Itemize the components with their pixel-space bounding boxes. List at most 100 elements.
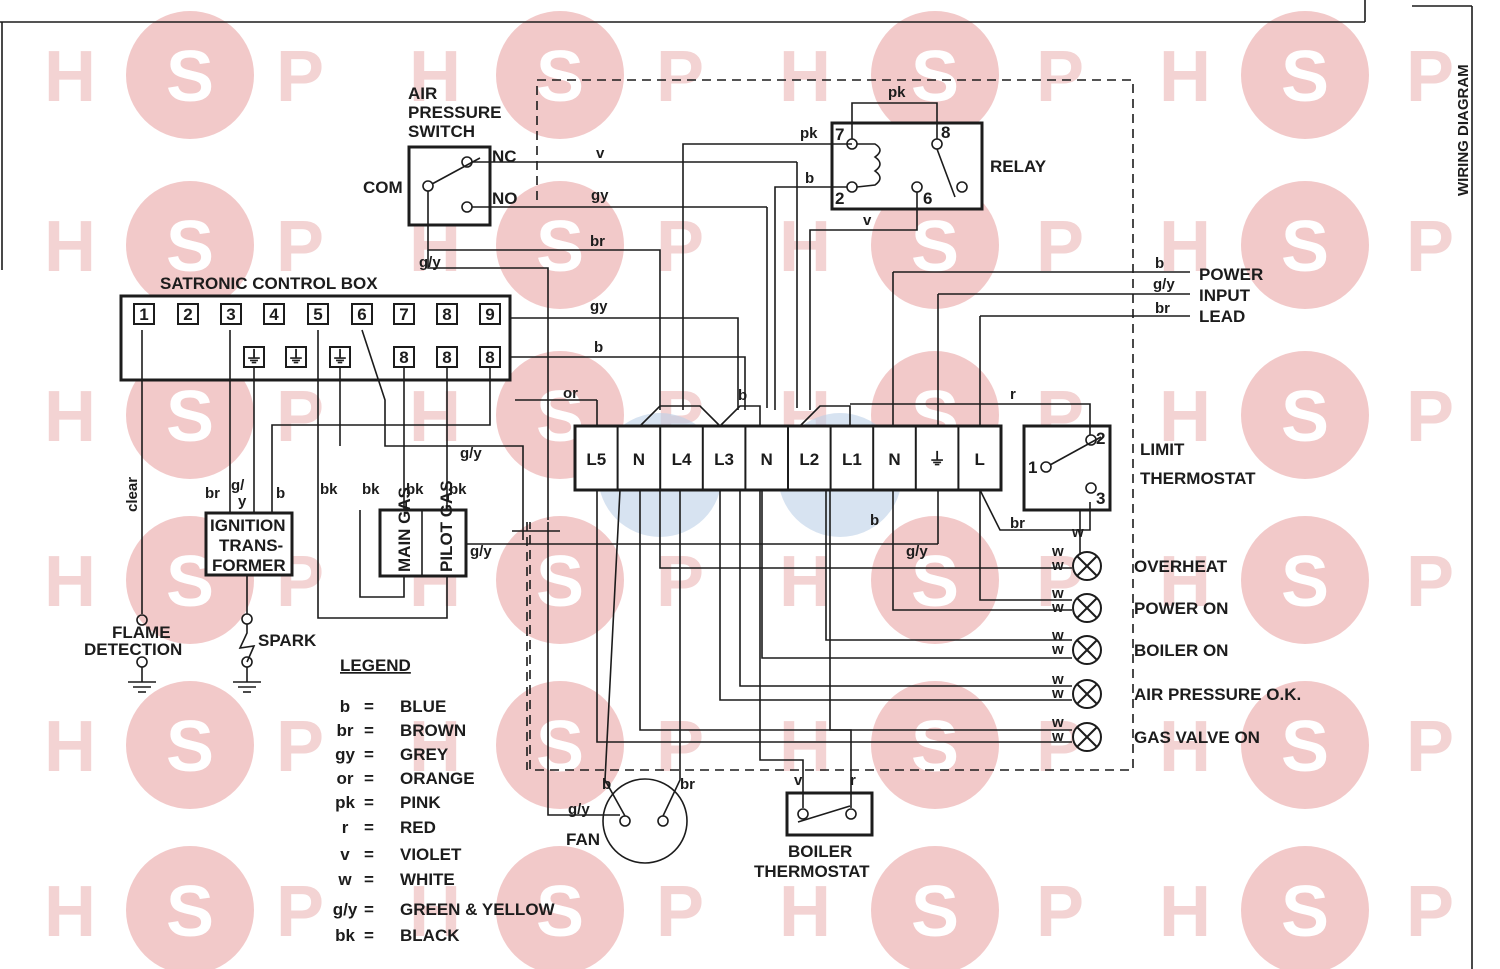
- watermark-circle: [126, 11, 254, 139]
- lamp-cross: [1076, 726, 1098, 748]
- watermark-letter: H: [44, 37, 96, 117]
- watermark-letter: S: [911, 542, 959, 622]
- watermark-circle: [1241, 516, 1369, 644]
- legend-name-3: ORANGE: [400, 769, 475, 788]
- legend-name-6: VIOLET: [400, 845, 462, 864]
- watermark-letter: P: [276, 872, 324, 952]
- watermark-letter: S: [1281, 707, 1329, 787]
- wl-bk-3: bk: [406, 481, 424, 498]
- watermark-letter: H: [779, 37, 831, 117]
- wl-v-bt: v: [794, 772, 803, 789]
- strip-terminal-7: N: [888, 450, 900, 469]
- relay-t8: 8: [941, 123, 950, 142]
- boiler-thermostat: BOILER THERMOSTAT: [754, 791, 874, 881]
- legend-eq: =: [364, 926, 374, 945]
- gas-pilot-label: PILOT GAS: [437, 480, 456, 572]
- legend-code-2: gy: [335, 745, 355, 764]
- watermark-circle: [1241, 11, 1369, 139]
- watermark-letter: P: [656, 207, 704, 287]
- strip-terminal-8: ⏚: [929, 450, 946, 469]
- watermark-letter: S: [1281, 377, 1329, 457]
- watermark-letter: H: [44, 207, 96, 287]
- boiler-thermostat-line-2: THERMOSTAT: [754, 862, 870, 881]
- cb-lower-box: [436, 346, 458, 368]
- air-switch-no: NO: [492, 189, 518, 208]
- watermark-circle: [871, 11, 999, 139]
- watermark-letter: S: [536, 542, 584, 622]
- watermark-letter: S: [536, 872, 584, 952]
- watermark-letter: P: [276, 207, 324, 287]
- legend-name-4: PINK: [400, 793, 441, 812]
- watermark-letter: H: [44, 872, 96, 952]
- strip-terminal-9: L: [975, 450, 985, 469]
- wl-b-5: b: [276, 485, 285, 502]
- watermark-letter: P: [1406, 37, 1454, 117]
- legend-eq: =: [364, 793, 374, 812]
- watermark-letter: S: [1281, 37, 1329, 117]
- flame-line-1: FLAME: [112, 623, 171, 642]
- watermark-letter: P: [1406, 872, 1454, 952]
- legend-name-8: GREEN & YELLOW: [400, 900, 556, 919]
- relay: 7 8 2 6 RELAY: [830, 121, 1047, 211]
- wl-b-3: b: [805, 170, 814, 187]
- legend-name-0: BLUE: [400, 697, 446, 716]
- gas-valve: MAIN GAS PILOT GAS: [378, 480, 468, 578]
- watermark-circle: [1241, 181, 1369, 309]
- watermark-letter: P: [656, 37, 704, 117]
- cb-earth-box: [285, 346, 307, 368]
- watermark-letter: H: [409, 707, 461, 787]
- limit-thermostat: 1 2 3 LIMIT THERMOSTAT: [1022, 424, 1256, 512]
- watermark-letter: P: [276, 707, 324, 787]
- limit-title-1: LIMIT: [1140, 440, 1185, 459]
- watermark-circle: [496, 11, 624, 139]
- watermark-circle: [496, 516, 624, 644]
- air-switch-title-1: AIR: [408, 84, 437, 103]
- wl-b-4: b: [870, 512, 879, 529]
- flame-detection: FLAME DETECTION: [84, 614, 182, 693]
- watermark-letter: H: [1159, 207, 1211, 287]
- watermark-letter: H: [409, 377, 461, 457]
- wl-b-2: b: [738, 387, 747, 404]
- cb-lower-terminal: 8: [485, 348, 494, 367]
- watermark-circle: [126, 681, 254, 809]
- fan-label: FAN: [566, 830, 600, 849]
- watermark-circle: [1241, 681, 1369, 809]
- lamp-wire-w: w: [1051, 557, 1064, 574]
- power-line-3: LEAD: [1199, 307, 1245, 326]
- wl-gy-1: gy: [591, 187, 609, 204]
- watermark-letter: P: [276, 37, 324, 117]
- cb-terminal-3: 3: [226, 305, 235, 324]
- cb-terminal-2: 2: [183, 305, 192, 324]
- watermark-letter: S: [166, 37, 214, 117]
- gas-main-label: MAIN GAS: [395, 487, 414, 572]
- legend-code-1: br: [337, 721, 354, 740]
- ignition-transformer: IGNITION TRANS- FORMER: [204, 511, 294, 577]
- lamp-wire-w: w: [1051, 671, 1064, 688]
- power-input-lead: POWER INPUT LEAD b g/y br: [893, 255, 1263, 326]
- watermark-letter: H: [1159, 37, 1211, 117]
- lamp-label-4: GAS VALVE ON: [1134, 728, 1260, 747]
- cb-lower-box: [479, 346, 501, 368]
- cb-earth-terminal: ⏚: [288, 348, 305, 367]
- legend-eq: =: [364, 818, 374, 837]
- watermark-letter: H: [409, 872, 461, 952]
- ignition-line-1: IGNITION: [210, 516, 286, 535]
- strip-terminal-0: L5: [586, 450, 606, 469]
- control-box-title: SATRONIC CONTROL BOX: [160, 274, 378, 293]
- watermark-letter: S: [166, 872, 214, 952]
- cb-earth-box: [329, 346, 351, 368]
- legend-code-0: b: [340, 697, 350, 716]
- legend-code-9: bk: [335, 926, 355, 945]
- legend-code-8: g/y: [333, 900, 358, 919]
- watermark-letter: S: [166, 207, 214, 287]
- watermark-circle: [496, 681, 624, 809]
- wire-labels: v gy br gy b or b pk pk b v r b br w g/y…: [124, 84, 1084, 818]
- cb-lower-terminal: 8: [399, 348, 408, 367]
- watermark-letter: H: [779, 542, 831, 622]
- air-switch-title-2: PRESSURE: [408, 103, 502, 122]
- limit-t1: 1: [1028, 458, 1037, 477]
- watermark-letter: P: [1406, 377, 1454, 457]
- cb-terminal-box: [133, 303, 155, 325]
